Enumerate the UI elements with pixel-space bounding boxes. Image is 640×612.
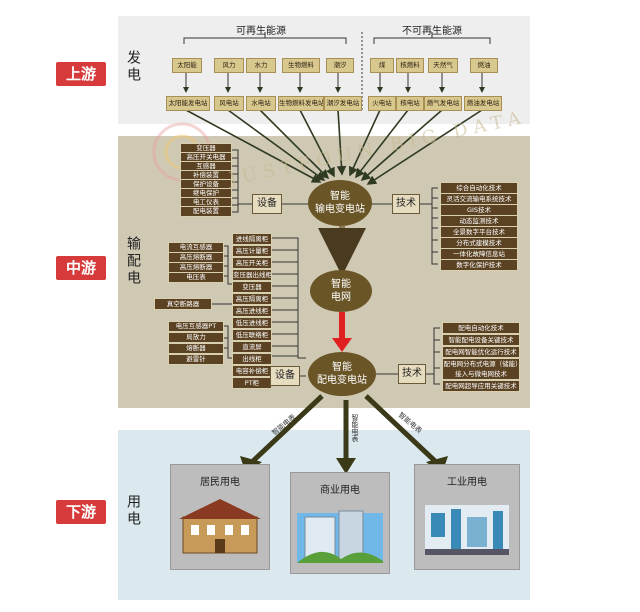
source-oil: 燃油: [470, 58, 498, 73]
dist-left-4: 真空断路器: [154, 298, 212, 310]
stage-tag-midstream: 中游: [56, 256, 106, 280]
nonrenewable-header: 不可再生能源: [402, 26, 462, 37]
renewable-header: 可再生能源: [236, 26, 286, 37]
stage-label-downstream: 用电: [125, 494, 141, 528]
source-biofuel: 生物燃料: [282, 58, 320, 73]
stage-tag-downstream: 下游: [56, 500, 106, 524]
plant-biofuel: 生物燃料发电站: [278, 96, 324, 111]
source-solar: 太阳能: [172, 58, 202, 73]
office-building-icon: [297, 510, 383, 563]
dist-cab-6: 高压进线柜: [232, 305, 272, 317]
dist-cab-1: 高压计量柜: [232, 245, 272, 257]
dist-left-8: 避雷针: [168, 354, 224, 365]
meter-label-center: 智能电表: [351, 414, 359, 442]
transmission-node-line1: 智能: [330, 191, 350, 202]
transmission-node: 智能 输电变电站: [308, 180, 372, 226]
grid-line2: 电网: [331, 292, 351, 303]
dist-tech-box: 技术: [398, 364, 426, 384]
dist-tech-1: 智能配电设备关键技术: [442, 334, 520, 346]
factory-icon: [425, 505, 509, 555]
plant-oil: 燃油发电站: [464, 96, 502, 111]
distribution-node: 智能 配电变电站: [308, 352, 376, 396]
category-residential-label: 居民用电: [200, 477, 240, 488]
trans-equipment-box: 设备: [252, 194, 282, 214]
grid-line1: 智能: [331, 279, 351, 290]
dist-tech-2: 配电网智能优化运行技术: [442, 346, 520, 358]
dist-cab-0: 进线隔离柜: [232, 233, 272, 245]
plant-nuclear: 核电站: [396, 96, 424, 111]
source-coal: 煤: [370, 58, 394, 73]
plant-wind: 风电站: [214, 96, 244, 111]
trans-equip-7: 配电装置: [180, 206, 232, 217]
stage-label-midstream: 输配电: [125, 236, 141, 287]
distribution-node-line1: 智能: [332, 362, 352, 373]
plant-tidal: 潮汐发电站: [324, 96, 362, 111]
dist-cab-3: 变压器出线柜: [232, 269, 272, 281]
dist-cab-11: 电容补偿柜: [232, 365, 272, 377]
dist-cab-2: 高压开关柜: [232, 257, 272, 269]
dist-cab-10: 出线柜: [232, 353, 272, 365]
plant-gas: 燃气发电站: [424, 96, 462, 111]
trans-tech-7: 数字化保护技术: [440, 259, 518, 271]
dist-cab-8: 低压联络柜: [232, 329, 272, 341]
stage-label-upstream: 发电: [125, 50, 141, 84]
source-wind: 风力: [214, 58, 244, 73]
dist-left-7: 熔断器: [168, 343, 224, 354]
plant-hydro: 水电站: [246, 96, 276, 111]
category-industrial: 工业用电: [414, 464, 520, 570]
dist-tech-0: 配电自动化技术: [442, 322, 520, 334]
plant-coal: 火电站: [368, 96, 396, 111]
dist-tech-4: 配电网超导应用关键技术: [442, 380, 520, 392]
dist-cab-12: PT柜: [232, 377, 272, 389]
distribution-node-line2: 配电变电站: [317, 375, 367, 386]
category-industrial-label: 工业用电: [447, 477, 487, 488]
plant-solar: 太阳能发电站: [166, 96, 210, 111]
dist-left-6: 局放力: [168, 332, 224, 343]
trans-tech-box: 技术: [392, 194, 420, 214]
house-icon: [179, 499, 261, 554]
dist-left-5: 电压互感器PT: [168, 321, 224, 332]
dist-cab-5: 高压隔离柜: [232, 293, 272, 305]
category-commercial-label: 商业用电: [320, 485, 360, 496]
dist-cab-4: 变压器: [232, 281, 272, 293]
category-commercial: 商业用电: [290, 472, 390, 574]
dist-left-3: 电压表: [168, 272, 224, 283]
source-nuclear: 核燃料: [396, 58, 424, 73]
dist-cab-9: 直流屏: [232, 341, 272, 353]
source-tidal: 潮汐: [326, 58, 354, 73]
source-hydro: 水力: [246, 58, 276, 73]
smart-grid-node: 智能 电网: [310, 270, 372, 312]
stage-tag-upstream: 上游: [56, 62, 106, 86]
dist-equipment-box: 设备: [270, 366, 300, 386]
source-gas: 天然气: [428, 58, 458, 73]
transmission-node-line2: 输电变电站: [315, 204, 365, 215]
dist-tech-3: 配电网分布式电源（储能）接入与微电网技术: [442, 358, 520, 380]
dist-cab-7: 低压进线柜: [232, 317, 272, 329]
category-residential: 居民用电: [170, 464, 270, 570]
